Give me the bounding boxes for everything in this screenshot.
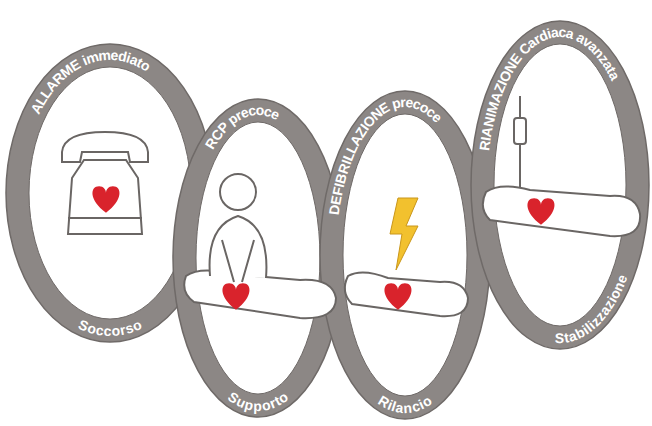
text-arc [184, 110, 332, 258]
patient-body [345, 272, 468, 316]
circle-outline: RIANIMAZIONE Cardiaca avanzataStabilizza… [470, 20, 650, 350]
ring-inner [343, 114, 467, 396]
telephone-handset [62, 132, 148, 162]
text-arc [482, 32, 638, 185]
patient-body [184, 270, 336, 318]
heart-symbol [528, 198, 555, 224]
chain-link-circle: RIANIMAZIONE Cardiaca avanzataStabilizza… [470, 20, 650, 350]
iv-drip-symbol [483, 96, 640, 236]
ring-inner [196, 122, 320, 394]
ring-label: Supporto [225, 388, 291, 414]
ring-heading: DEFIBRILLAZIONE precoce [326, 94, 446, 216]
ring-heading: ALLARME immediato [27, 47, 153, 117]
iv-pole [519, 96, 521, 206]
patient-body [483, 186, 640, 236]
chain-link-circle: RCP precoceSupporto [172, 98, 344, 418]
ring-heading: RIANIMAZIONE Cardiaca avanzata [476, 24, 624, 152]
rescuer-arms [222, 240, 254, 282]
patient-symbol [345, 272, 468, 316]
chain-link-circle: DEFIBRILLAZIONE precoceRilancio [319, 90, 491, 420]
circle-outline: DEFIBRILLAZIONE precoceRilancio [319, 90, 491, 420]
ring-label: Soccorso [76, 316, 144, 339]
ring-outer [471, 21, 649, 349]
telephone-base [68, 160, 142, 234]
text-arc [482, 185, 638, 338]
text-arc [331, 255, 479, 408]
ring-outer [320, 91, 490, 419]
lightning-bolt [390, 198, 418, 270]
ring-inner [494, 44, 626, 326]
text-arc [184, 258, 332, 406]
rescuer-head [220, 174, 256, 210]
text-arc [17, 55, 203, 193]
cpr-symbol [184, 174, 336, 318]
iv-bag [514, 118, 526, 144]
circle-outline: RCP precoceSupporto [172, 98, 344, 418]
rescuer-body [210, 216, 267, 278]
ring-label: Rilancio [376, 392, 435, 416]
heart-symbol [385, 283, 412, 309]
ring-label: Stabilizzazione [555, 272, 631, 346]
ring-outer [173, 99, 343, 417]
heart-symbol [93, 186, 120, 212]
ring-inner [29, 67, 191, 319]
telephone-line [68, 217, 142, 219]
heart-symbol [223, 283, 250, 309]
telephone-symbol [62, 132, 148, 234]
text-arc [331, 102, 479, 255]
ring-heading: RCP precoce [202, 102, 283, 152]
